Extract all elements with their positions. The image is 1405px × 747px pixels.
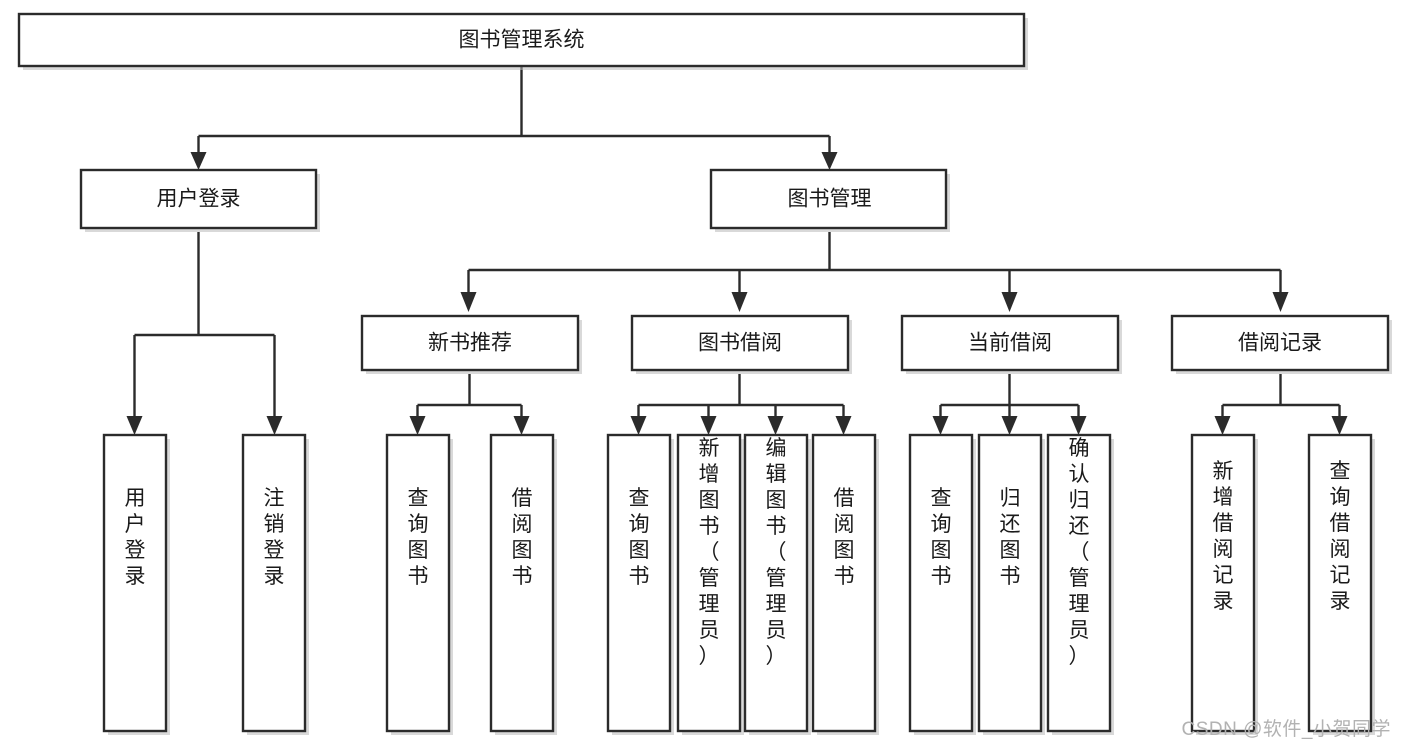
connector-layer (126, 66, 1348, 435)
leaf-logout-rect (241, 433, 307, 733)
arrow-user-login (190, 152, 207, 170)
arrow-cb-leaf-2 (1001, 416, 1018, 435)
leaf-cb-return-book-rect (977, 433, 1043, 733)
leaf-cb-confirm-return-label: 确认归还（管理员） (1069, 437, 1090, 668)
node-book-borrow-label: 图书借阅 (698, 332, 782, 355)
leaf-bb-edit-book-rect (743, 433, 809, 733)
leaf-nb-borrow-book-label: 借阅图书 (512, 487, 533, 588)
node-new-book-recommend-rect (360, 314, 580, 372)
node-borrow-record-label: 借阅记录 (1238, 332, 1322, 355)
leaf-bb-borrow-book-label: 借阅图书 (834, 487, 855, 588)
leaf-logout[interactable]: 注销登录 (241, 433, 309, 735)
arrow-bb-leaf-2 (700, 416, 717, 435)
leaf-br-add-record-rect (1190, 433, 1256, 733)
node-book-management-label: 图书管理 (788, 188, 872, 211)
leaf-bb-borrow-book-rect (811, 433, 877, 733)
node-new-book-recommend-label: 新书推荐 (428, 332, 512, 355)
arrow-cb-leaf-1 (932, 416, 949, 435)
leaf-bb-query-book[interactable]: 查询图书 (606, 433, 674, 735)
leaf-nb-borrow-book[interactable]: 借阅图书 (489, 433, 557, 735)
leaf-nb-borrow-book-rect (489, 433, 555, 733)
leaf-br-add-record-label: 新增借阅记录 (1213, 460, 1234, 613)
leaf-bb-add-book-label: 新增图书（管理员） (699, 437, 720, 668)
node-borrow-record-rect (1170, 314, 1390, 372)
leaf-bb-edit-book[interactable]: 编辑图书（管理员） (743, 433, 811, 735)
leaf-br-query-record[interactable]: 查询借阅记录 (1307, 433, 1375, 735)
arrow-nb-leaf-2 (513, 416, 530, 435)
node-book-management-rect (709, 168, 948, 230)
leaf-br-query-record-rect (1307, 433, 1373, 733)
node-root[interactable]: 图书管理系统 (17, 12, 1028, 70)
arrow-leaf-user-login (126, 416, 143, 435)
arrow-bb-leaf-1 (630, 416, 647, 435)
leaf-nb-query-book[interactable]: 查询图书 (385, 433, 453, 735)
leaf-bb-add-book-rect (676, 433, 742, 733)
leaf-cb-confirm-return-rect (1046, 433, 1112, 733)
node-current-borrow-label: 当前借阅 (968, 332, 1052, 355)
node-book-management[interactable]: 图书管理 (709, 168, 950, 232)
leaf-bb-query-book-label: 查询图书 (629, 487, 650, 588)
node-book-borrow-rect (630, 314, 850, 372)
arrow-borrow-record (1272, 292, 1289, 312)
leaf-cb-confirm-return[interactable]: 确认归还（管理员） (1046, 433, 1114, 735)
arrow-nb-leaf-1 (409, 416, 426, 435)
leaf-nb-query-book-label: 查询图书 (408, 487, 429, 588)
node-root-rect (17, 12, 1026, 68)
leaf-br-add-record[interactable]: 新增借阅记录 (1190, 433, 1258, 735)
arrow-leaf-logout (266, 416, 283, 435)
leaf-cb-query-book-label: 查询图书 (931, 487, 952, 588)
arrow-bb-leaf-3 (767, 416, 784, 435)
arrow-new-book (460, 292, 477, 312)
arrow-current-borrow (1001, 292, 1018, 312)
leaf-user-login-label: 用户登录 (125, 487, 146, 588)
arrow-cb-leaf-3 (1070, 416, 1087, 435)
leaf-user-login[interactable]: 用户登录 (102, 433, 170, 735)
node-user-login-rect (79, 168, 318, 230)
node-book-borrow[interactable]: 图书借阅 (630, 314, 852, 374)
leaf-logout-label: 注销登录 (264, 487, 285, 588)
leaf-bb-query-book-rect (606, 433, 672, 733)
node-user-login-label: 用户登录 (157, 188, 241, 211)
arrow-br-leaf-1 (1214, 416, 1231, 435)
node-user-login[interactable]: 用户登录 (79, 168, 320, 232)
leaf-cb-query-book[interactable]: 查询图书 (908, 433, 976, 735)
arrow-book-borrow (731, 292, 748, 312)
leaf-cb-return-book-label: 归还图书 (1000, 487, 1021, 588)
node-current-borrow-rect (900, 314, 1120, 372)
leaf-user-login-rect (102, 433, 168, 733)
leaf-br-query-record-label: 查询借阅记录 (1330, 460, 1351, 613)
arrow-br-leaf-2 (1331, 416, 1348, 435)
leaf-cb-query-book-rect (908, 433, 974, 733)
node-root-label: 图书管理系统 (459, 29, 585, 52)
arrow-book-mgmt (821, 152, 838, 170)
arrow-bb-leaf-4 (835, 416, 852, 435)
node-new-book-recommend[interactable]: 新书推荐 (360, 314, 582, 374)
csdn-watermark: CSDN @软件_小贺同学 (1181, 719, 1391, 740)
leaf-bb-add-book[interactable]: 新增图书（管理员） (676, 433, 744, 735)
leaf-bb-borrow-book[interactable]: 借阅图书 (811, 433, 879, 735)
leaf-bb-edit-book-label: 编辑图书（管理员） (766, 437, 787, 668)
node-borrow-record[interactable]: 借阅记录 (1170, 314, 1392, 374)
leaf-nb-query-book-rect (385, 433, 451, 733)
node-current-borrow[interactable]: 当前借阅 (900, 314, 1122, 374)
leaf-cb-return-book[interactable]: 归还图书 (977, 433, 1045, 735)
